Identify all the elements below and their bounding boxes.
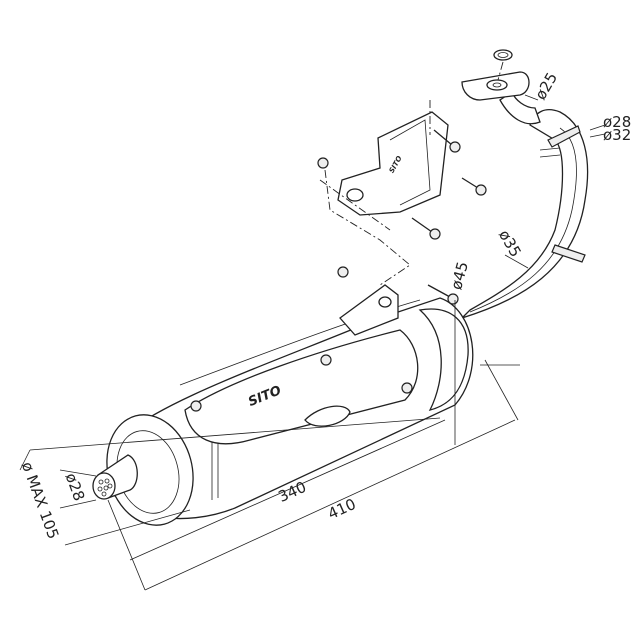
assembly-lines bbox=[319, 100, 431, 286]
label-tailpipe-d28: ø28 bbox=[62, 471, 89, 504]
muffler-heatshield bbox=[184, 329, 419, 445]
gasket bbox=[493, 49, 513, 61]
label-410: 410 bbox=[325, 495, 358, 523]
pipe-clamp-mid bbox=[551, 244, 586, 263]
inlet-cone bbox=[418, 308, 469, 411]
mount-bracket: SITO bbox=[337, 111, 449, 336]
bolts bbox=[317, 129, 487, 305]
label-d32: ø32 bbox=[603, 126, 631, 144]
label-d45: ø45 bbox=[447, 260, 472, 292]
heatshield-vent bbox=[304, 405, 351, 427]
label-max-105: ø MAX 105 bbox=[18, 459, 63, 541]
label-flange-d25: ø25 bbox=[531, 69, 561, 102]
muffler: SITO bbox=[92, 297, 474, 526]
tailpipe-outlet bbox=[92, 472, 116, 500]
pipe-clamp-top bbox=[547, 125, 581, 148]
dimension-lines bbox=[19, 94, 606, 591]
flange bbox=[461, 49, 530, 101]
header-pipe bbox=[461, 91, 589, 319]
label-d28: ø28 bbox=[603, 113, 631, 131]
label-d35: ø35 bbox=[495, 227, 525, 260]
